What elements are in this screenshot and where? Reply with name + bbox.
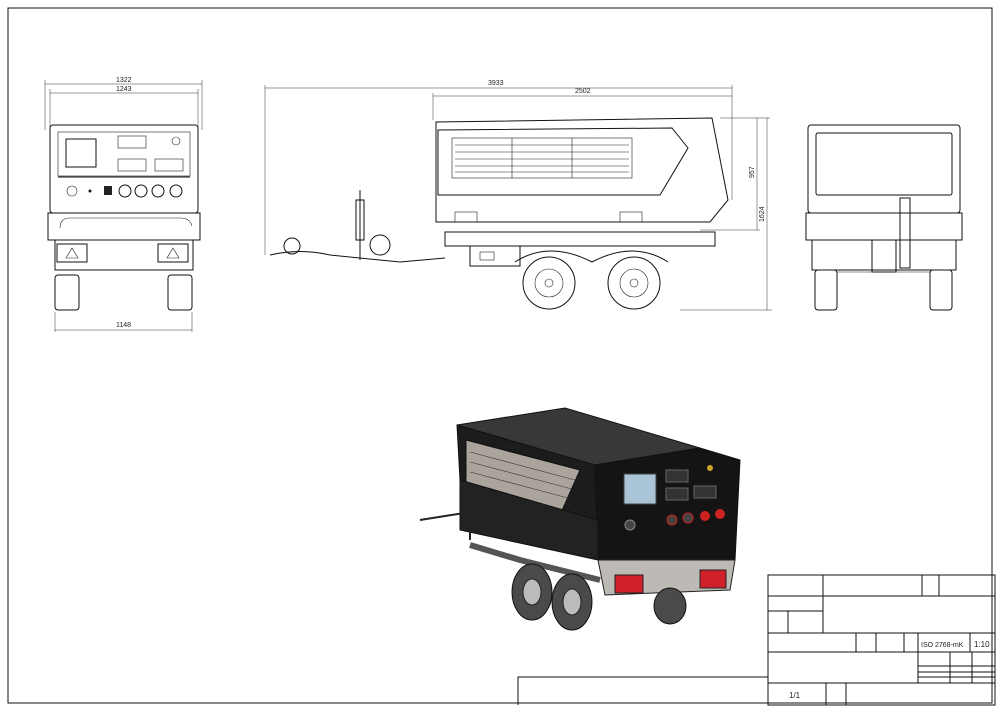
- front-view: 1322 1243 1148: [44, 77, 203, 332]
- side-view: 3933 2502 957 1624: [264, 80, 772, 311]
- isometric-view: [419, 407, 741, 631]
- dim-front-track-width: 1148: [116, 322, 131, 329]
- dim-side-overall-height: 1624: [759, 206, 766, 222]
- dim-front-overall-width: 1322: [116, 77, 132, 84]
- sheet-border: [7, 7, 993, 704]
- dim-side-overall-length: 3933: [488, 80, 504, 87]
- dim-side-body-height: 957: [749, 166, 756, 178]
- drawing-scale: 1:10: [974, 640, 990, 649]
- tolerance-standard: ISO 2768-mK: [921, 642, 964, 649]
- sheet-number: 1/1: [789, 691, 801, 700]
- title-block: [517, 574, 996, 706]
- dim-front-body-width: 1243: [116, 86, 132, 93]
- rear-view: [805, 124, 963, 311]
- dim-side-body-length: 2502: [575, 88, 591, 95]
